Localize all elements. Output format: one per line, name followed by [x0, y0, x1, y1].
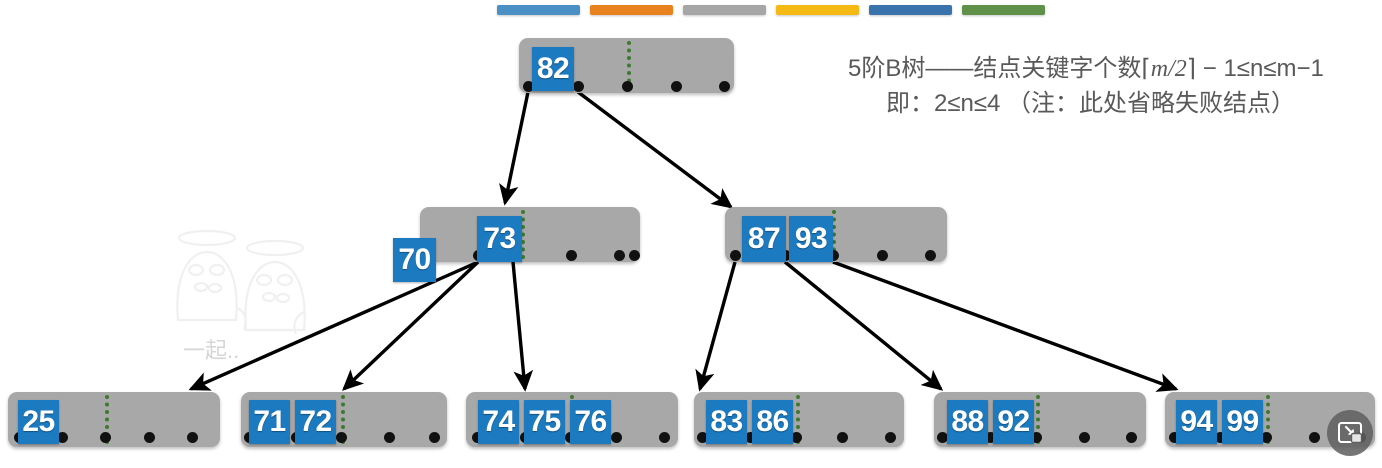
node-pointer-dot	[697, 432, 708, 443]
node-pointer-dot	[1079, 432, 1090, 443]
edge-87-to-83	[695, 261, 737, 392]
swatch-orange	[590, 5, 673, 15]
btree-key-25: 25	[18, 400, 59, 444]
node-pointer-dot	[877, 250, 888, 261]
node-pointer-dot	[614, 250, 625, 261]
node-separator-dotted-line	[521, 210, 525, 259]
node-pointer-dot	[144, 432, 155, 443]
node-pointer-dot	[925, 250, 936, 261]
btree-key-93: 93	[789, 216, 833, 262]
node-separator-dotted-line	[796, 395, 800, 444]
node-pointer-dot	[828, 250, 839, 261]
node-pointer-dot	[1031, 432, 1042, 443]
edge-87-to-88	[783, 260, 944, 391]
btree-key-76: 76	[570, 400, 611, 444]
node-pointer-dot	[384, 432, 395, 443]
node-pointer-dot	[937, 432, 948, 443]
node-pointer-dot	[671, 81, 682, 92]
annotation-line1-prefix: 5阶B树——结点关键字个数	[848, 55, 1142, 82]
node-pointer-dot	[730, 250, 741, 261]
btree-key-99: 99	[1222, 400, 1263, 444]
swatch-steel-blue	[869, 5, 952, 15]
btree-key-83: 83	[706, 400, 747, 444]
node-pointer-dot	[985, 432, 996, 443]
edge-73-to-74	[511, 261, 534, 392]
watermark-text: 一起..	[183, 338, 240, 363]
swatch-blue	[497, 5, 580, 15]
node-pointer-dot	[837, 432, 848, 443]
node-separator-dotted-line	[832, 210, 836, 259]
edge-root-to-73	[499, 91, 530, 206]
node-pointer-dot	[57, 432, 68, 443]
node-pointer-dot	[745, 432, 756, 443]
btree-key-71: 71	[249, 400, 290, 444]
btree-key-94: 94	[1176, 400, 1217, 444]
picture-in-picture-icon	[1338, 422, 1363, 444]
btree-key-87: 87	[742, 216, 786, 262]
annotation-line-2: 即：2≤n≤4 （注：此处省略失败结点）	[886, 90, 1296, 117]
node-pointer-dot	[629, 250, 640, 261]
node-pointer-dot	[472, 432, 483, 443]
node-separator-dotted-line	[1266, 395, 1270, 444]
node-pointer-dot	[1169, 432, 1180, 443]
node-pointer-dot	[1261, 432, 1272, 443]
btree-key-82: 82	[532, 47, 574, 91]
node-pointer-dot	[719, 81, 730, 92]
annotation-ceil-close: ⌉	[1186, 55, 1197, 82]
btree-key-74: 74	[478, 400, 519, 444]
btree-key-75: 75	[524, 400, 565, 444]
btree-key-72: 72	[295, 400, 336, 444]
node-separator-dotted-line	[627, 41, 631, 90]
swatch-yellow	[776, 5, 859, 15]
node-pointer-dot	[791, 432, 802, 443]
btree-key-73: 73	[477, 216, 522, 262]
node-pointer-dot	[622, 81, 633, 92]
node-pointer-dot	[1309, 432, 1320, 443]
node-pointer-dot	[429, 432, 440, 443]
swatch-green	[962, 5, 1045, 15]
node-pointer-dot	[1215, 432, 1226, 443]
node-separator-dotted-line	[1036, 395, 1040, 444]
edge-87-to-94	[832, 260, 1179, 392]
node-pointer-dot	[523, 81, 534, 92]
node-pointer-dot	[566, 250, 577, 261]
btree-key-88: 88	[947, 400, 988, 444]
color-swatch-bar	[0, 0, 1382, 22]
node-pointer-dot	[1126, 432, 1137, 443]
annotation-line-1: 5阶B树——结点关键字个数⌈m/2⌉ − 1≤n≤m−1	[848, 48, 1324, 83]
node-separator-dotted-line	[105, 395, 109, 444]
node-pointer-dot	[573, 81, 584, 92]
node-pointer-dot	[885, 432, 896, 443]
node-pointer-dot	[336, 432, 347, 443]
swatch-gray	[683, 5, 766, 15]
btree-key-86: 86	[752, 400, 793, 444]
btree-key-70: 70	[393, 238, 436, 282]
btree-node-73	[420, 207, 640, 262]
annotation-m-over-2: m/2	[1150, 56, 1187, 82]
node-pointer-dot	[187, 432, 198, 443]
btree-key-92: 92	[993, 400, 1034, 444]
annotation-ceil-open: ⌈	[1141, 55, 1151, 82]
node-separator-dotted-line	[341, 395, 345, 444]
node-pointer-dot	[611, 432, 622, 443]
node-pointer-dot	[100, 432, 111, 443]
edge-root-to-87	[576, 90, 734, 209]
picture-in-picture-button[interactable]	[1327, 410, 1373, 456]
node-pointer-dot	[659, 432, 670, 443]
annotation-line1-suffix: − 1≤n≤m−1	[1196, 55, 1324, 82]
